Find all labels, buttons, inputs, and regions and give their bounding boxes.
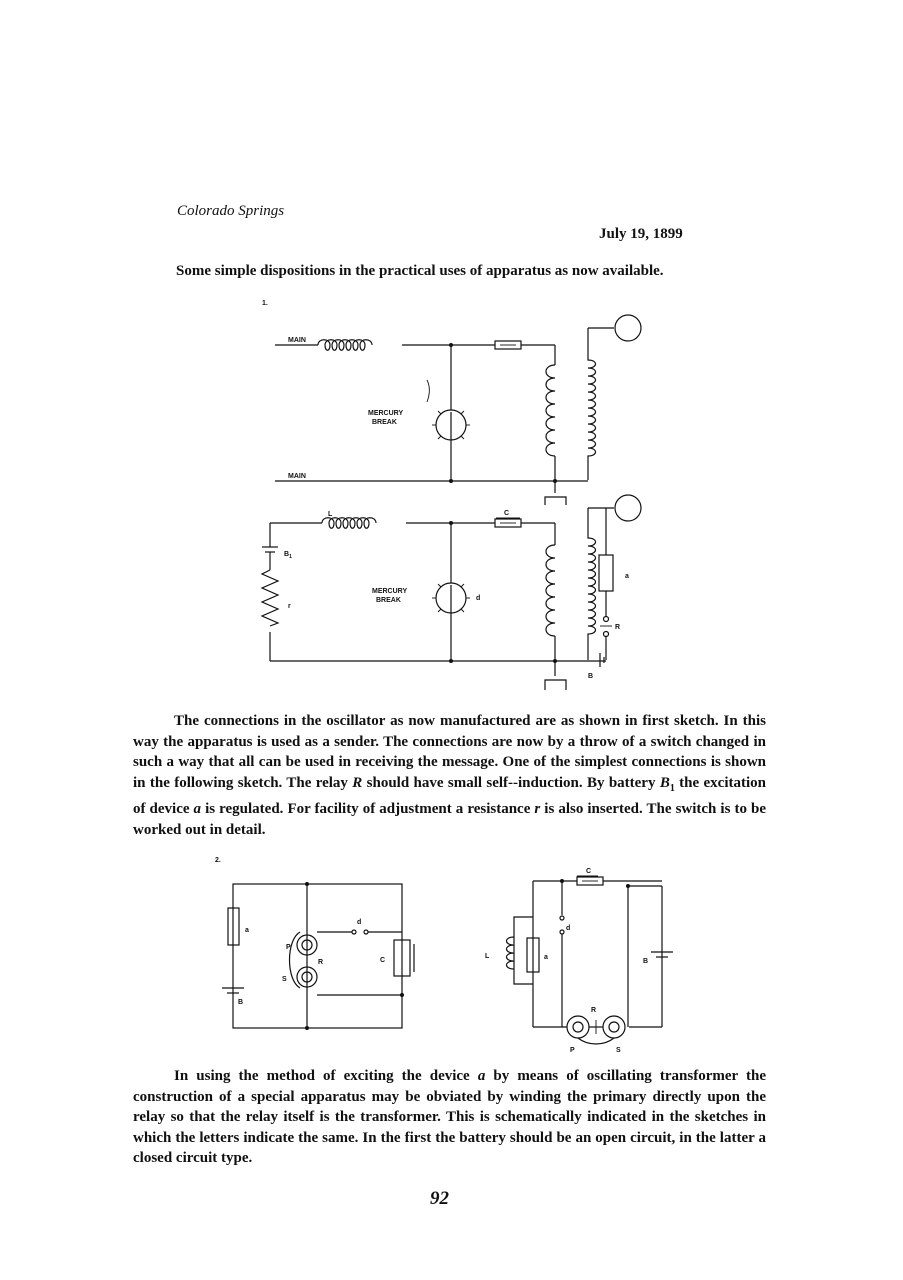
label-r: r <box>288 603 291 610</box>
label-main-top: MAIN <box>288 337 306 344</box>
label-C: C <box>504 510 509 517</box>
secondary-coil-bottom <box>587 523 597 660</box>
device-a <box>598 554 614 592</box>
date-heading: July 19, 1899 <box>599 226 683 242</box>
label-a: a <box>625 573 629 580</box>
right-label-B: B <box>643 958 648 965</box>
inductor-top <box>317 339 373 351</box>
paragraph-2: In using the method of exciting the devi… <box>133 1068 766 1166</box>
figure-2: 2. a B P R S <box>215 857 673 1054</box>
label-break-2: BREAK <box>376 597 401 604</box>
right-relay-P <box>566 1015 590 1039</box>
left-relay-P <box>296 934 318 956</box>
left-label-a: a <box>245 927 249 934</box>
left-label-R: R <box>318 959 323 966</box>
left-label-S: S <box>282 976 287 983</box>
figure-2-right: C L a d <box>485 868 673 1054</box>
label-mercury-1: MERCURY <box>368 410 403 417</box>
paragraph-1: The connections in the oscillator as now… <box>133 713 767 838</box>
figure-2-number: 2. <box>215 857 221 864</box>
label-mercury-2: MERCURY <box>372 588 407 595</box>
label-break-1: BREAK <box>372 419 397 426</box>
resistance-r <box>260 569 280 627</box>
figure-1: 1. MAIN MERCURY BREAK MAIN <box>260 300 642 690</box>
figure-2-left: a B P R S d C <box>222 882 415 1030</box>
ground-symbol-1 <box>544 496 567 505</box>
label-main-bottom: MAIN <box>288 473 306 480</box>
secondary-coil-top <box>587 345 597 480</box>
right-label-S: S <box>616 1047 621 1054</box>
right-device-a <box>526 937 540 973</box>
inductor-L <box>321 517 377 529</box>
right-label-L: L <box>485 953 490 960</box>
label-B1: B1 <box>284 551 292 560</box>
ground-symbol-2 <box>544 679 567 690</box>
label-B: B <box>588 673 593 680</box>
place-heading: Colorado Springs <box>177 203 285 219</box>
left-label-P: P <box>286 944 291 951</box>
label-d: d <box>476 595 480 602</box>
left-capacitor-C <box>393 939 411 977</box>
primary-coil-bottom <box>545 544 556 637</box>
left-label-B: B <box>238 999 243 1006</box>
right-label-P: P <box>570 1047 575 1054</box>
primary-coil-top <box>545 364 556 457</box>
right-relay-S <box>602 1015 626 1039</box>
left-label-d: d <box>357 919 361 926</box>
label-R: R <box>615 624 620 631</box>
intro-sentence: Some simple dispositions in the practica… <box>176 263 664 279</box>
left-relay-S <box>296 966 318 988</box>
right-label-a: a <box>544 954 548 961</box>
terminal-ball-top <box>614 314 642 342</box>
right-label-C: C <box>586 868 591 875</box>
terminal-ball-bottom <box>614 494 642 522</box>
page-number: 92 <box>430 1188 449 1209</box>
right-inductor-L <box>505 936 515 970</box>
label-L: L <box>328 511 333 518</box>
right-label-d: d <box>566 925 570 932</box>
figure-1-number: 1. <box>262 300 268 307</box>
left-device-a <box>227 907 240 946</box>
right-label-R: R <box>591 1007 596 1014</box>
left-label-C: C <box>380 957 385 964</box>
